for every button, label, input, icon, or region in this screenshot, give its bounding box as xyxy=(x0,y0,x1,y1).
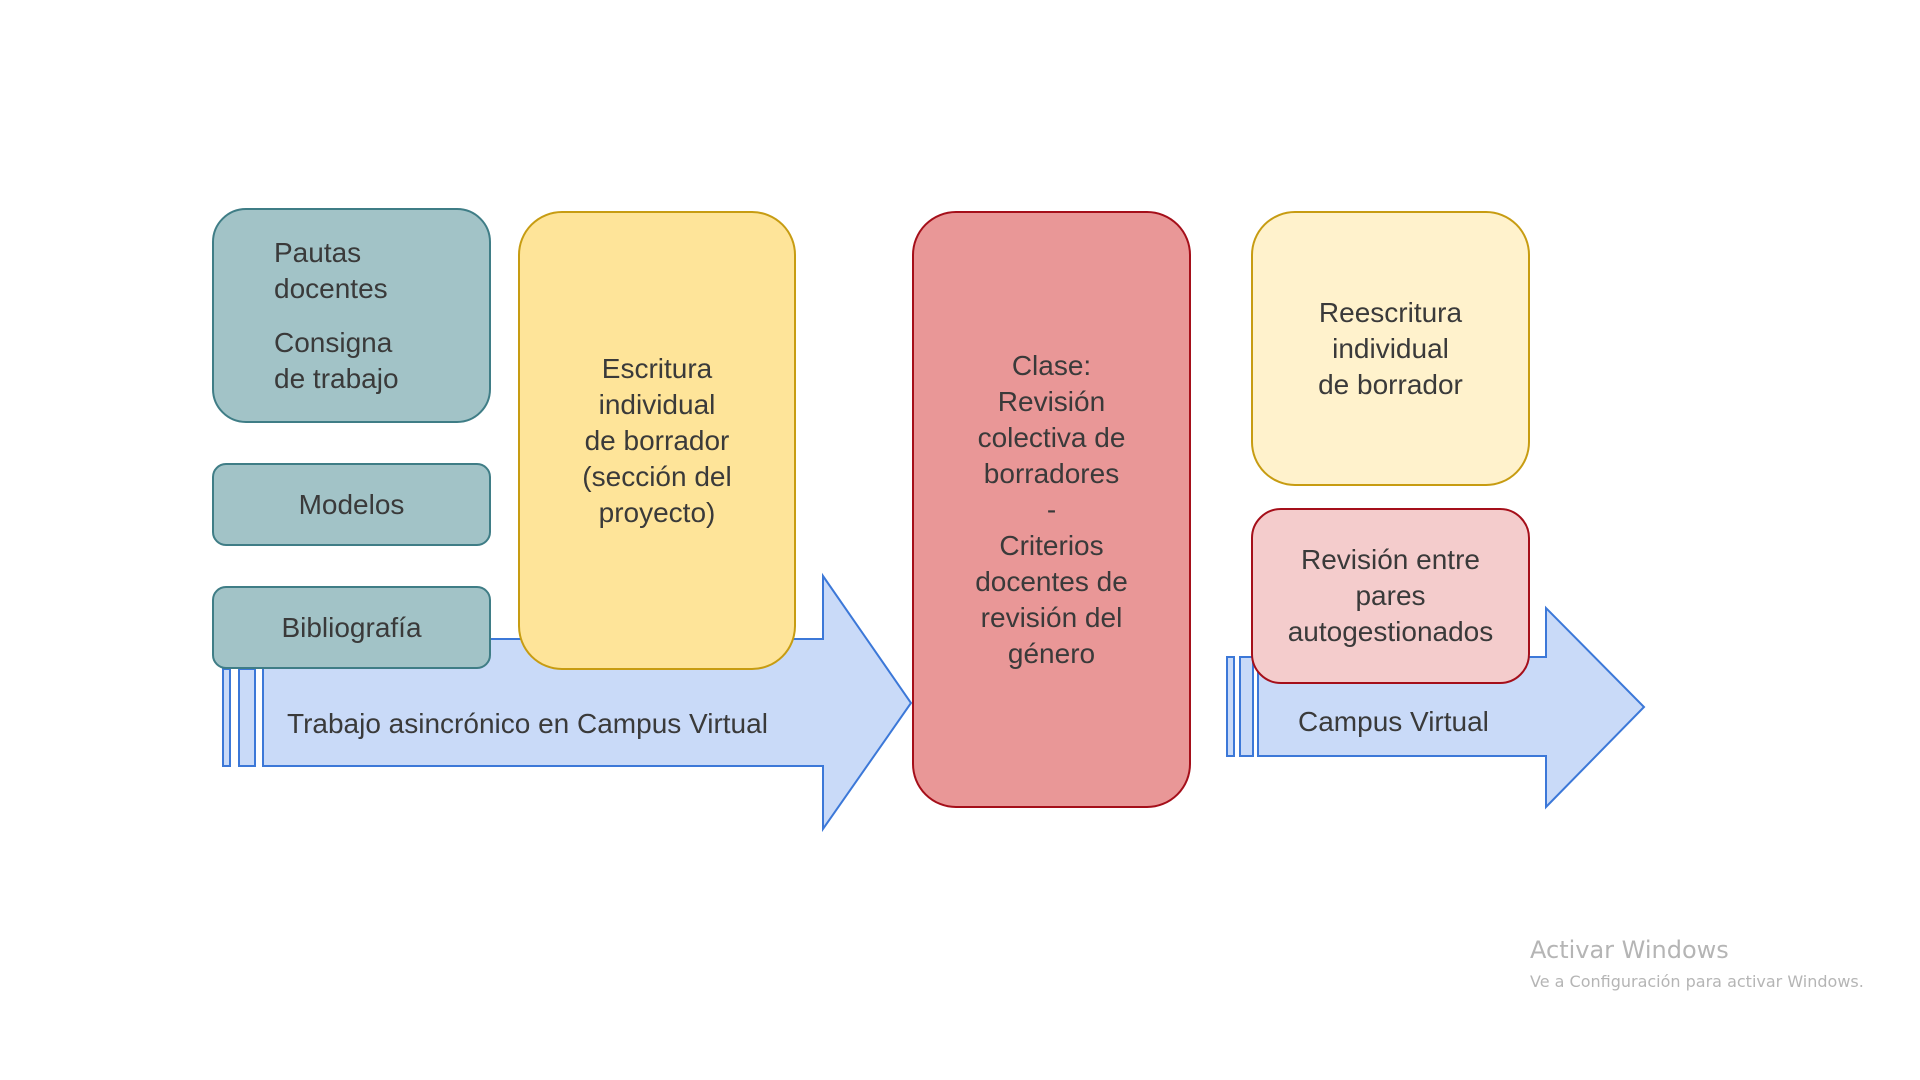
text-line: Pautas xyxy=(274,236,362,268)
text-line: de borrador xyxy=(1318,368,1463,400)
text-line: revisión del xyxy=(980,601,1123,633)
text-line: Bibliografía xyxy=(281,611,422,643)
box-reescritura: Reescritura individual de borrador xyxy=(1251,211,1530,486)
text-line: pares xyxy=(1355,580,1426,611)
box-clase: Clase: Revisión colectiva de borradores … xyxy=(912,211,1191,808)
text-line: Revisión entre xyxy=(1301,544,1480,575)
text-line: docentes xyxy=(274,272,388,304)
text-line: Revisión xyxy=(997,385,1106,417)
activation-watermark-subtitle: Ve a Configuración para activar Windows. xyxy=(1530,972,1864,991)
text-line: - xyxy=(1046,493,1057,525)
text-line: Reescritura xyxy=(1318,296,1463,328)
box-escritura: Escritura individual de borrador (secció… xyxy=(518,211,796,670)
text-line: de trabajo xyxy=(274,362,399,394)
text-line: Modelos xyxy=(298,488,405,520)
text-line: (sección del xyxy=(582,460,732,492)
arrow-stripe xyxy=(222,668,231,767)
activation-watermark-title: Activar Windows xyxy=(1530,936,1729,964)
box-bibliografia: Bibliografía xyxy=(212,586,491,669)
arrow-label-campus: Campus Virtual xyxy=(1298,706,1489,737)
text-line: individual xyxy=(598,388,716,420)
text-line: Criterios xyxy=(999,529,1104,561)
text-line: docentes de xyxy=(975,565,1128,597)
text-line: autogestionados xyxy=(1287,616,1494,647)
text-line: proyecto) xyxy=(598,496,716,528)
arrow-stripe xyxy=(1239,656,1254,757)
text-line: borradores xyxy=(983,457,1120,489)
box-revision-pares: Revisión entre pares autogestionados xyxy=(1251,508,1530,684)
text-line: de borrador xyxy=(584,424,730,456)
arrow-stripe xyxy=(238,668,256,767)
box-modelos: Modelos xyxy=(212,463,491,546)
text-line: individual xyxy=(1332,332,1449,364)
box-pautas-consigna: Pautas docentes Consigna de trabajo xyxy=(212,208,491,423)
text-line: Clase: xyxy=(1011,349,1092,381)
text-line: Consigna xyxy=(274,326,393,358)
arrow-stripe xyxy=(1226,656,1235,757)
text-line: género xyxy=(1007,637,1096,669)
text-line: colectiva de xyxy=(977,421,1126,453)
text-line: Escritura xyxy=(601,352,713,384)
arrow-label-asincronico: Trabajo asincrónico en Campus Virtual xyxy=(287,708,768,739)
